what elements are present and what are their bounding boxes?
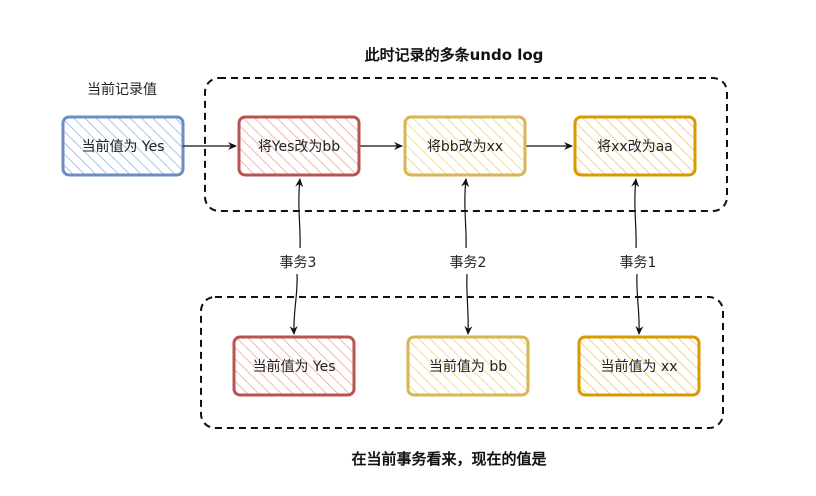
transaction-2-label: 事务2 xyxy=(450,255,487,271)
undo-log-text: 将bb改为xx xyxy=(427,139,503,155)
current-value-text: 当前值为 Yes xyxy=(81,138,164,155)
transaction-3-label: 事务3 xyxy=(280,255,317,271)
transaction-view-group xyxy=(200,296,724,429)
undo-log-group xyxy=(204,77,728,212)
transaction-view-text: 当前值为 Yes xyxy=(252,358,335,375)
transaction-3-view-box: 当前值为 Yes xyxy=(232,335,356,397)
undo-log-text: 将Yes改为bb xyxy=(258,139,340,155)
undo-log-box-1: 将Yes改为bb xyxy=(237,115,361,177)
current-record-label: 当前记录值 xyxy=(87,81,157,98)
transaction-2-connector xyxy=(461,178,473,335)
transaction-1-label: 事务1 xyxy=(620,255,657,271)
undo-log-text: 将xx改为aa xyxy=(597,139,673,155)
transaction-1-view-box: 当前值为 xx xyxy=(577,335,701,397)
top-title: 此时记录的多条undo log xyxy=(365,46,544,64)
undo-log-box-2: 将bb改为xx xyxy=(403,115,527,177)
transaction-view-text: 当前值为 xx xyxy=(600,358,677,375)
bottom-title: 在当前事务看来，现在的值是 xyxy=(351,450,547,468)
current-value-box: 当前值为 Yes xyxy=(61,115,185,177)
transaction-view-text: 当前值为 bb xyxy=(429,358,507,375)
transaction-1-connector xyxy=(631,178,644,335)
transaction-3-connector xyxy=(289,178,304,335)
transaction-2-view-box: 当前值为 bb xyxy=(406,335,530,397)
undo-log-box-3: 将xx改为aa xyxy=(573,115,697,177)
